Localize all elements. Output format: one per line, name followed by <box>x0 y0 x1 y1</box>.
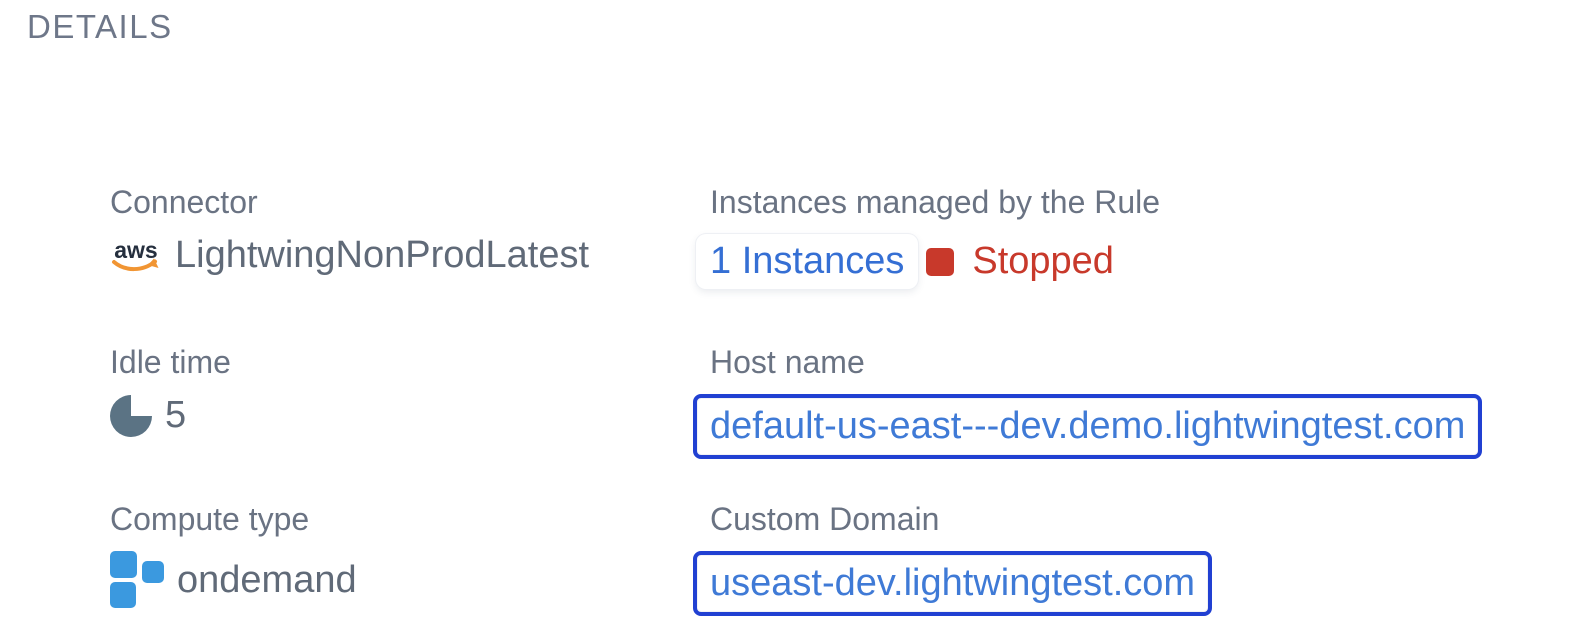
connector-value-row: aws LightwingNonProdLatest <box>110 234 710 277</box>
instances-status-text: Stopped <box>972 240 1114 282</box>
connector-value: LightwingNonProdLatest <box>175 234 590 276</box>
details-panel: Connector aws LightwingNonProdLatest Ins… <box>110 184 1483 616</box>
field-compute-type: Compute type ondemand <box>110 503 710 616</box>
instances-value-row: 1 Instances Stopped <box>696 234 1482 289</box>
compute-type-label: Compute type <box>110 501 310 537</box>
field-idle-time: Idle time 5 <box>110 346 710 503</box>
host-name-label: Host name <box>710 344 865 380</box>
idle-time-value: 5 <box>165 394 187 436</box>
host-name-link[interactable]: default-us-east---dev.demo.lightwingtest… <box>693 394 1483 459</box>
custom-domain-label: Custom Domain <box>710 501 940 537</box>
instances-label: Instances managed by the Rule <box>710 184 1161 220</box>
connector-label: Connector <box>110 184 258 220</box>
compute-type-value: ondemand <box>177 558 357 601</box>
compute-type-value-row: ondemand <box>110 551 710 609</box>
field-connector: Connector aws LightwingNonProdLatest <box>110 186 710 346</box>
instances-count-link[interactable]: 1 Instances <box>696 234 919 289</box>
stopped-status-square-icon <box>926 247 955 276</box>
idle-time-pie-icon <box>110 394 152 437</box>
aws-icon: aws <box>110 237 162 275</box>
host-name-value-row: default-us-east---dev.demo.lightwingtest… <box>693 394 1483 459</box>
field-host-name: Host name default-us-east---dev.demo.lig… <box>693 344 1483 503</box>
compute-type-squares-icon <box>110 551 164 609</box>
custom-domain-link[interactable]: useast-dev.lightwingtest.com <box>693 551 1213 616</box>
idle-time-label: Idle time <box>110 344 231 380</box>
field-custom-domain: Custom Domain useast-dev.lightwingtest.c… <box>693 501 1482 616</box>
idle-time-value-row: 5 <box>110 394 710 437</box>
custom-domain-value-row: useast-dev.lightwingtest.com <box>693 551 1482 616</box>
aws-icon-text: aws <box>114 237 157 263</box>
page-title: DETAILS <box>27 8 173 45</box>
field-instances: Instances managed by the Rule 1 Instance… <box>696 184 1482 346</box>
